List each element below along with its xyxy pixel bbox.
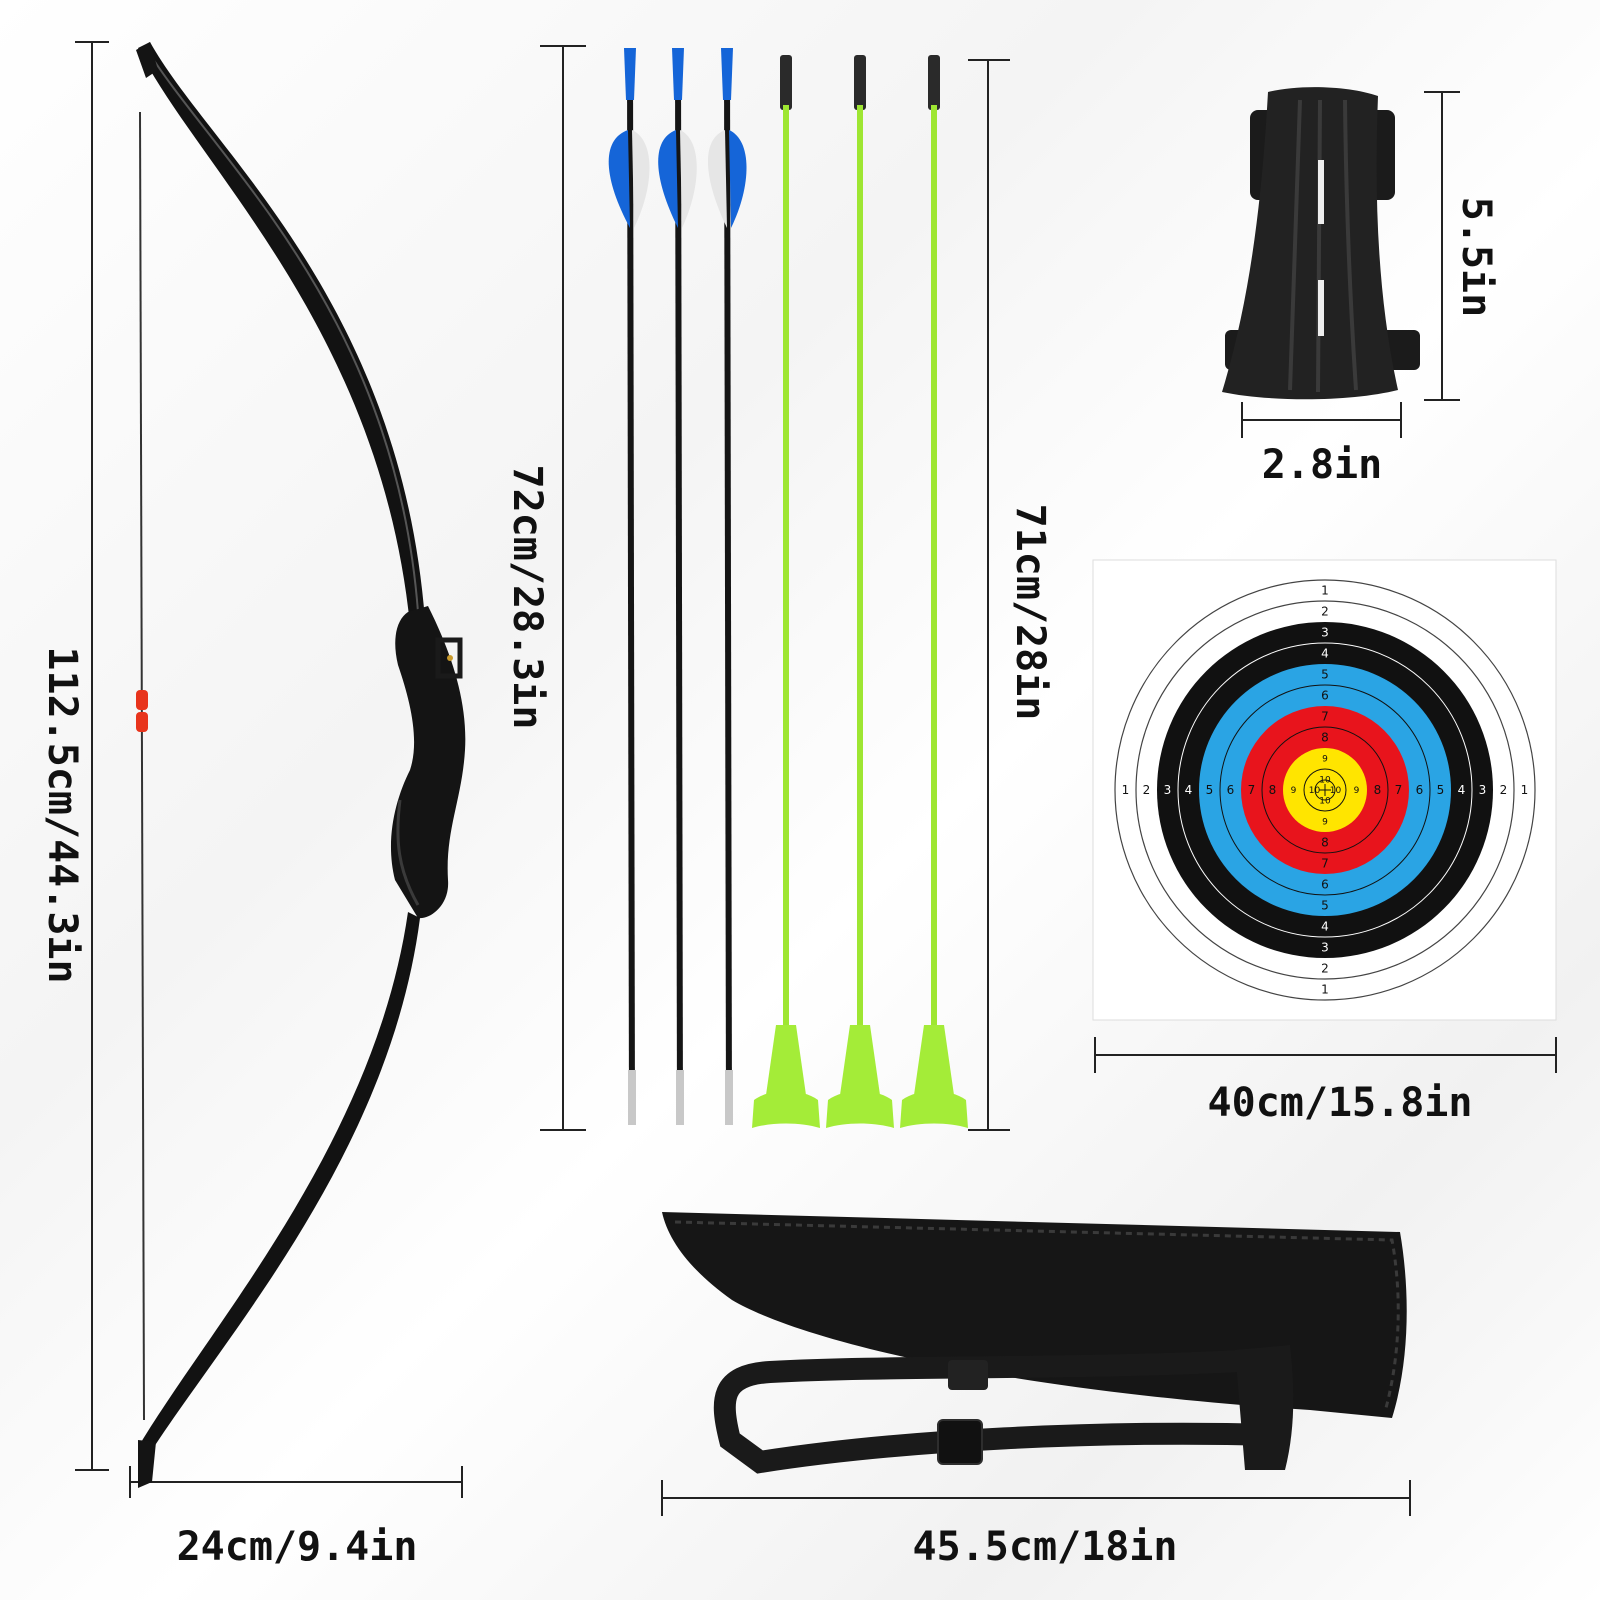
suction-arrow [826, 55, 894, 1128]
target-ring-number: 6 [1321, 878, 1329, 892]
target-ring-number: 4 [1321, 920, 1329, 934]
arm-guard [1222, 87, 1420, 400]
target-ring-number: 7 [1395, 783, 1403, 797]
target-ring-number: 9 [1322, 755, 1328, 765]
target-ring-number: 4 [1458, 783, 1466, 797]
target-ring-number: 2 [1321, 962, 1329, 976]
target-ring-number: 7 [1321, 857, 1329, 871]
arm-guard-height-label: 5.5in [1453, 196, 1499, 318]
nock-point-lower [136, 712, 148, 732]
riser [390, 606, 466, 919]
target-ring-number: 8 [1374, 783, 1382, 797]
target-ring-number: 3 [1164, 783, 1172, 797]
target-ring-number: 8 [1321, 731, 1329, 745]
target-ring-number: 10 [1319, 797, 1331, 807]
target-ring-number: 9 [1322, 818, 1328, 828]
lower-limb-tip [138, 1440, 156, 1488]
upper-limb [138, 42, 425, 625]
target-ring-number: 7 [1248, 783, 1256, 797]
target-ring-number: 1 [1122, 783, 1130, 797]
feather-arrow [707, 48, 747, 1126]
quiver-length-label: 45.5cm/18in [912, 1524, 1178, 1570]
target-ring-number: 2 [1143, 783, 1151, 797]
target-ring-number: 3 [1321, 626, 1329, 640]
target-ring-number: 9 [1291, 786, 1297, 796]
target-ring-number: 3 [1479, 783, 1487, 797]
bow-length-label: 112.5cm/44.3in [39, 646, 85, 984]
target-ring-number: 8 [1321, 836, 1329, 850]
arrow-rest [435, 637, 463, 679]
feather-arrow [658, 48, 697, 1126]
arm-guard-width-label: 2.8in [1261, 442, 1383, 488]
target-ring-number: 2 [1321, 605, 1329, 619]
target-ring-number: 5 [1206, 783, 1214, 797]
target-ring-number: 10 [1309, 786, 1321, 796]
bow [136, 42, 466, 1488]
target-ring-number: 8 [1269, 783, 1277, 797]
buckle [937, 1419, 983, 1465]
nock-point-upper [136, 690, 148, 710]
upper-limb-tip [136, 42, 158, 78]
target-ring-number: 7 [1321, 710, 1329, 724]
dimension-lines [75, 41, 1557, 1516]
quiver [662, 1212, 1407, 1474]
target-ring-number: 6 [1416, 783, 1424, 797]
feather-arrows [608, 48, 747, 1126]
suction-arrow [900, 55, 968, 1128]
target-ring-number: 9 [1354, 786, 1360, 796]
target-ring-number: 5 [1321, 899, 1329, 913]
bow-width-label: 24cm/9.4in [176, 1524, 418, 1570]
lower-limb [140, 912, 420, 1450]
feather-arrow [608, 48, 650, 1126]
target-ring-number: 1 [1321, 983, 1329, 997]
suction-arrows [752, 55, 968, 1128]
target-ring-number: 1 [1321, 584, 1329, 598]
suction-arrow-length-label: 71cm/28in [1007, 503, 1053, 721]
target-ring-number: 10 [1319, 776, 1331, 786]
bow-string [139, 111, 145, 1421]
target-ring-number: 2 [1500, 783, 1508, 797]
target-ring-number: 5 [1321, 668, 1329, 682]
target-ring-number: 4 [1185, 783, 1193, 797]
target-ring-number: 4 [1321, 647, 1329, 661]
target-ring-number: 1 [1521, 783, 1529, 797]
target-ring-number: 10 [1330, 786, 1342, 796]
target-ring-number: 3 [1321, 941, 1329, 955]
feather-arrow-length-label: 72cm/28.3in [504, 464, 550, 730]
target-ring-number: 6 [1227, 783, 1235, 797]
target-ring-number: 6 [1321, 689, 1329, 703]
target-ring-number: 5 [1437, 783, 1445, 797]
suction-arrow [752, 55, 820, 1128]
target-width-label: 40cm/15.8in [1207, 1080, 1473, 1126]
